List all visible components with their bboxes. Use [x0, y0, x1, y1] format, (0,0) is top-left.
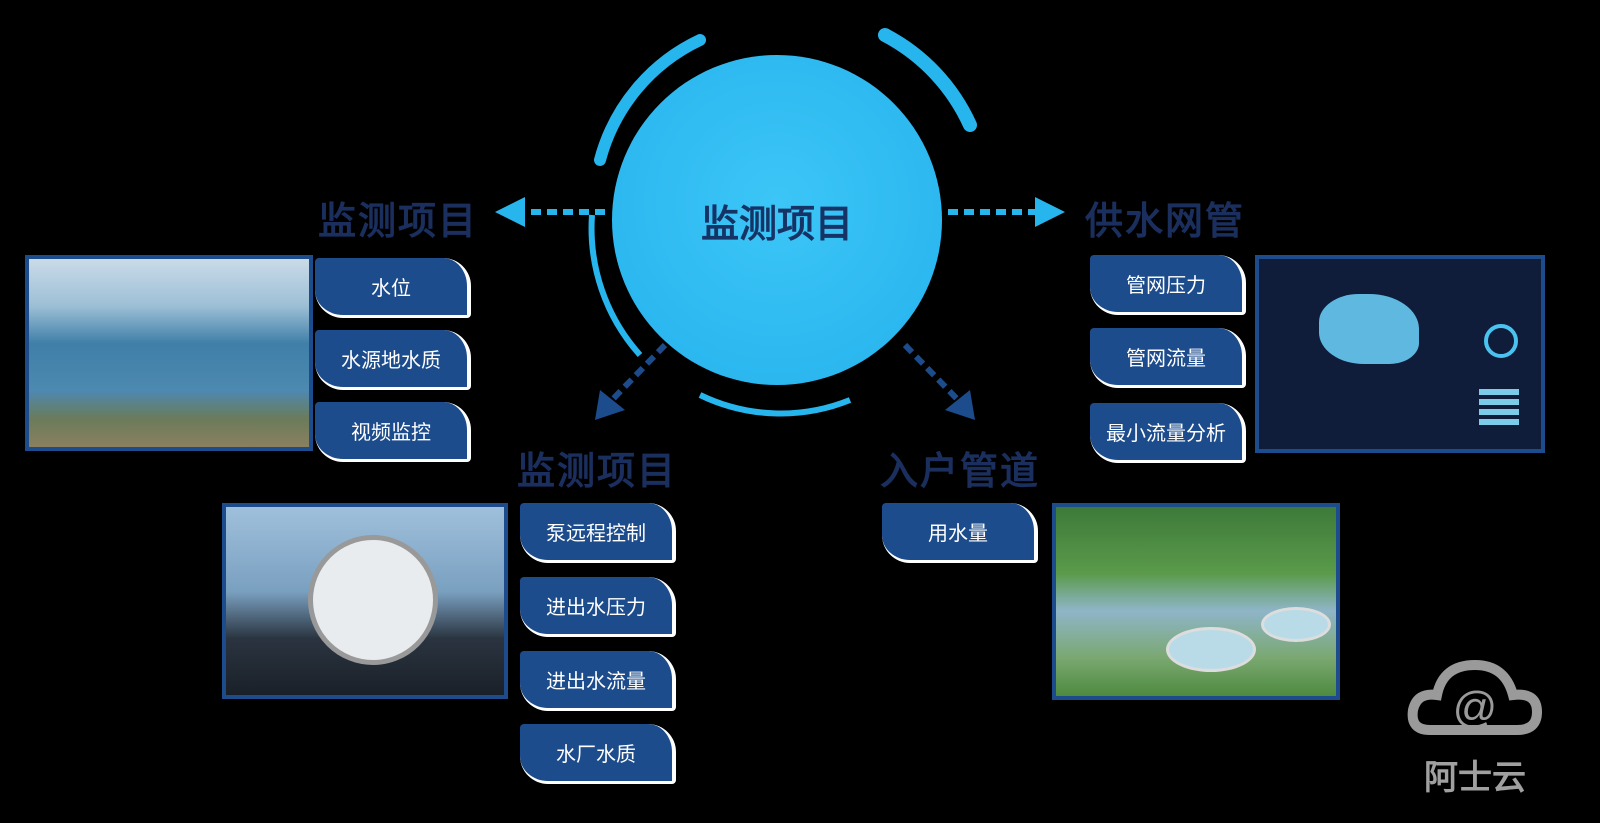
tab-item[interactable]: 用水量	[882, 503, 1038, 563]
tab-item[interactable]: 水源地水质	[315, 330, 471, 390]
gauge-icon	[308, 535, 438, 665]
dashboard-screenshot	[1255, 255, 1545, 453]
tab-item[interactable]: 视频监控	[315, 402, 471, 462]
reservoir-photo	[25, 255, 313, 451]
group-heading: 入户管道	[880, 449, 1041, 493]
tab-item[interactable]: 水位	[315, 258, 471, 318]
group-heading: 供水网管	[1085, 199, 1246, 243]
group-heading: 监测项目	[517, 449, 678, 493]
tab-item[interactable]: 泵远程控制	[520, 503, 676, 563]
tab-item[interactable]: 水厂水质	[520, 724, 676, 784]
cloud-logo-icon: @	[1407, 659, 1543, 735]
clarifier-tank-icon	[1261, 607, 1331, 642]
water-plant-photo	[1052, 503, 1340, 700]
ring-gauge-icon	[1484, 324, 1518, 358]
logo-text: 阿士云	[1424, 758, 1526, 798]
pressure-gauge-photo	[222, 503, 508, 699]
data-table-icon	[1479, 389, 1519, 429]
clarifier-tank-icon	[1166, 627, 1256, 672]
china-map-icon	[1319, 294, 1419, 364]
tab-item[interactable]: 管网压力	[1090, 255, 1246, 315]
tab-item[interactable]: 管网流量	[1090, 328, 1246, 388]
center-title: 监测项目	[700, 201, 853, 246]
tab-item[interactable]: 进出水压力	[520, 577, 676, 637]
center-circle: 监测项目	[612, 55, 942, 385]
tab-item[interactable]: 最小流量分析	[1090, 403, 1246, 463]
tab-item[interactable]: 进出水流量	[520, 651, 676, 711]
group-heading: 监测项目	[318, 199, 479, 243]
svg-text:@: @	[1453, 683, 1498, 732]
logo: @ 阿士云	[1395, 650, 1555, 800]
